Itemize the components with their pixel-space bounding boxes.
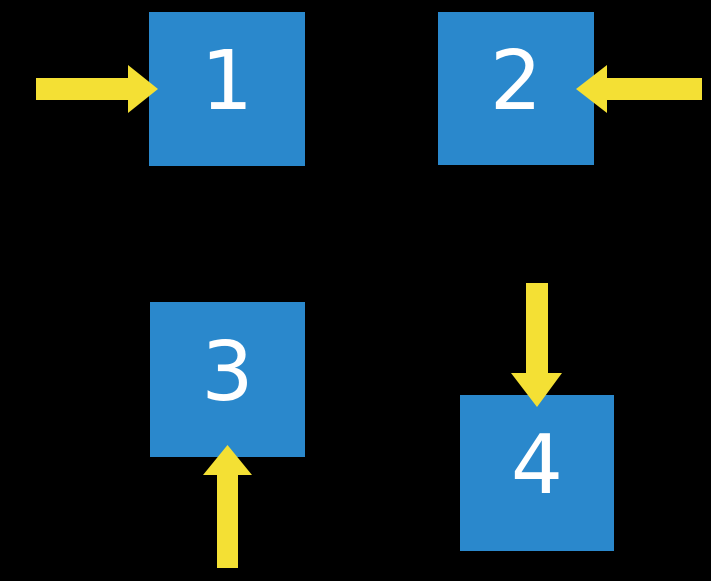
box-2: 2 bbox=[438, 12, 594, 165]
box-1-label: 1 bbox=[200, 34, 254, 129]
box-4: 4 bbox=[460, 395, 614, 551]
box-2-label: 2 bbox=[489, 33, 543, 129]
box-1: 1 bbox=[149, 12, 305, 166]
box-3-label: 3 bbox=[201, 324, 254, 420]
box-4-label: 4 bbox=[510, 418, 564, 513]
arrow-left-icon bbox=[576, 65, 702, 113]
arrow-right-icon bbox=[36, 65, 158, 113]
arrow-up-icon bbox=[203, 445, 252, 568]
box-3: 3 bbox=[150, 302, 305, 457]
arrow-down-icon bbox=[511, 283, 562, 407]
